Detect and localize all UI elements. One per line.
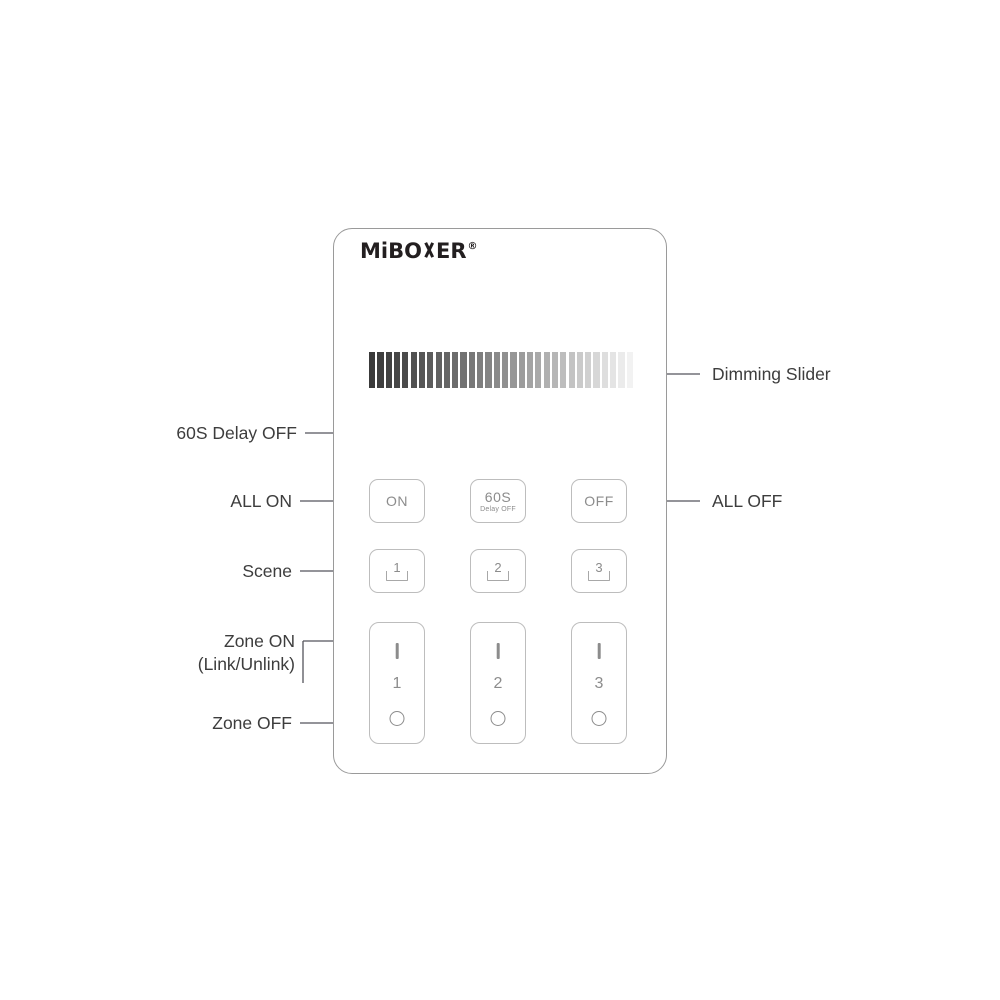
zone-3-off-icon[interactable] [591,711,607,726]
scene-3-button[interactable]: 3 [571,549,627,593]
scene-3-number: 3 [595,560,603,575]
scene-cradle-icon [487,571,509,581]
callout-delay-off: 60S Delay OFF [176,423,297,443]
scene-bracket-icon: 3 [584,561,614,581]
zone-1-on-icon[interactable] [395,643,399,659]
scene-1-number: 1 [393,560,401,575]
dimming-slider-bar[interactable] [610,352,617,388]
dimming-slider-bar[interactable] [576,352,584,388]
callout-zone-on-line2: (Link/Unlink) [197,654,295,674]
dimming-slider-bar[interactable] [502,352,509,388]
dimming-slider-bar[interactable] [560,352,567,388]
all-on-button[interactable]: ON [369,479,425,523]
zone-1-number: 1 [392,675,402,692]
dimming-slider-bar[interactable] [452,352,459,388]
dimming-slider-bar[interactable] [468,352,475,388]
registered-trademark-icon: ® [467,241,478,252]
dimming-slider[interactable] [369,352,633,388]
scene-cradle-icon [588,571,610,581]
dimming-slider-bar[interactable] [601,352,608,388]
zone-2-on-icon[interactable] [496,643,500,659]
callout-zone-on-line1: Zone ON [224,631,295,651]
dimming-slider-bar[interactable] [393,352,401,388]
dimming-slider-bar[interactable] [443,352,451,388]
all-off-button[interactable]: OFF [571,479,627,523]
dimming-slider-bar[interactable] [626,352,633,388]
dimming-slider-bar[interactable] [526,352,534,388]
dimming-slider-bar[interactable] [410,352,417,388]
scene-bracket-icon: 2 [483,561,513,581]
callout-all-off: ALL OFF [712,491,783,511]
dimming-slider-bar[interactable] [435,352,442,388]
scene-cradle-icon [386,571,408,581]
delay-off-button-sublabel: Delay OFF [480,506,516,513]
zone-3-number: 3 [594,675,604,692]
dimming-slider-bar[interactable] [402,352,409,388]
all-off-button-label: OFF [584,493,614,509]
dimming-slider-bar[interactable] [493,352,500,388]
dimming-slider-bar[interactable] [518,352,525,388]
dimming-slider-bar[interactable] [477,352,484,388]
zone-3-on-icon[interactable] [597,643,601,659]
callout-zone-on: Zone ON (Link/Unlink) [198,630,295,676]
brand-x-icon [422,242,436,258]
dimming-slider-bar[interactable] [593,352,600,388]
all-on-button-label: ON [386,493,408,509]
callout-zone-off: Zone OFF [212,713,292,733]
zone-1-off-icon[interactable] [389,711,405,726]
brand-suffix: ER [435,239,467,263]
callout-dimming-slider: Dimming Slider [712,364,831,384]
scene-2-number: 2 [494,560,502,575]
dimming-slider-bar[interactable] [369,352,376,388]
dimming-slider-bar[interactable] [535,352,542,388]
scene-2-button[interactable]: 2 [470,549,526,593]
scene-bracket-icon: 1 [382,561,412,581]
delay-off-button-label: 60S [484,489,512,505]
dimming-slider-bar[interactable] [418,352,426,388]
dimming-slider-bar[interactable] [385,352,392,388]
zone-2-button[interactable]: 2 [470,622,526,744]
callout-scene: Scene [242,561,292,581]
dimming-slider-bar[interactable] [543,352,550,388]
dimming-slider-bar[interactable] [618,352,625,388]
dimming-slider-bar[interactable] [585,352,592,388]
dimming-slider-bar[interactable] [485,352,492,388]
delay-off-button[interactable]: 60S Delay OFF [470,479,526,523]
dimming-slider-bar[interactable] [551,352,559,388]
brand-logo: MiBO ER ® [360,241,478,267]
zone-2-off-icon[interactable] [490,711,506,726]
dimming-slider-bar[interactable] [427,352,434,388]
scene-1-button[interactable]: 1 [369,549,425,593]
dimming-slider-bar[interactable] [510,352,517,388]
zone-1-button[interactable]: 1 [369,622,425,744]
callout-all-on: ALL ON [230,491,292,511]
brand-prefix: MiBO [360,239,422,263]
dimming-slider-bar[interactable] [377,352,384,388]
zone-2-number: 2 [493,675,503,692]
dimming-slider-bar[interactable] [568,352,575,388]
dimming-slider-bar[interactable] [460,352,467,388]
zone-3-button[interactable]: 3 [571,622,627,744]
